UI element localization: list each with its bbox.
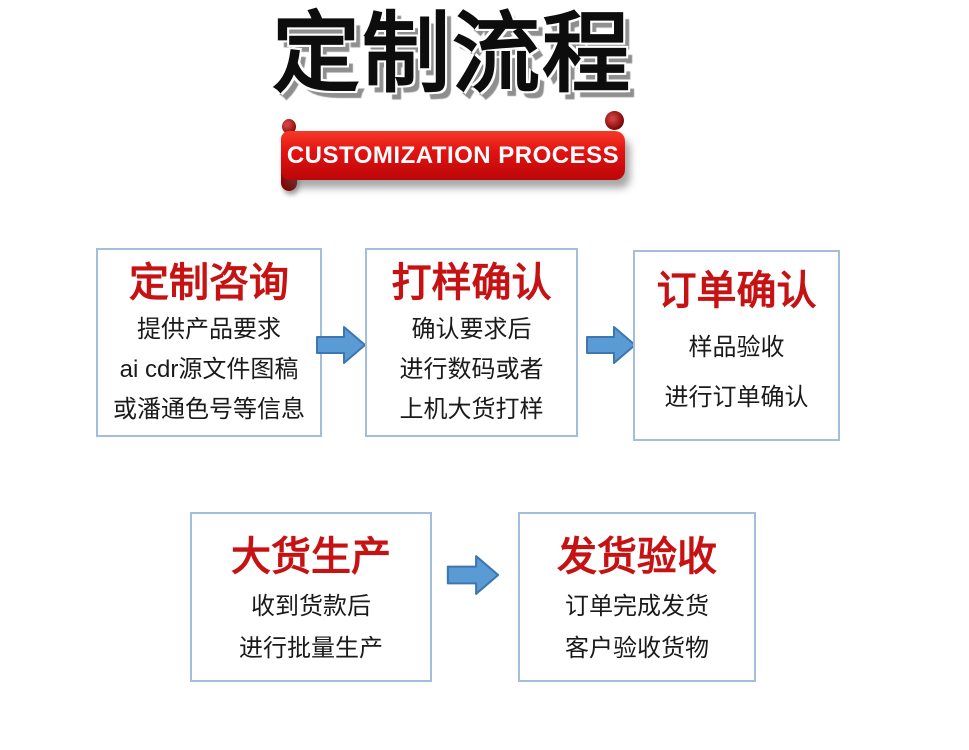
page-title: 定制流程 (271, 4, 632, 103)
banner-ribbon: CUSTOMIZATION PROCESS (281, 131, 625, 180)
step-line: 样品验收 (688, 334, 785, 362)
step-line: 进行订单确认 (664, 383, 809, 411)
step-line: 上机大货打样 (399, 395, 544, 423)
step-title: 定制咨询 (129, 261, 289, 305)
step-line: 进行批量生产 (239, 634, 383, 662)
step-title: 大货生产 (231, 535, 391, 579)
step-box-delivery-acceptance: 发货验收 订单完成发货 客户验收货物 (518, 512, 756, 682)
step-line: 客户验收货物 (565, 634, 709, 662)
step-line: 提供产品要求 (137, 316, 281, 344)
step-line: 确认要求后 (411, 316, 532, 344)
step-box-mass-production: 大货生产 收到货款后 进行批量生产 (190, 512, 432, 682)
step-box-consultation: 定制咨询 提供产品要求 ai cdr源文件图稿 或潘通色号等信息 (96, 248, 322, 437)
step-title: 打样确认 (391, 261, 552, 305)
step-box-order-confirmation: 订单确认 样品验收 进行订单确认 (633, 250, 840, 441)
ribbon-curl-left-icon (282, 119, 296, 134)
right-block-arrow-icon (586, 326, 636, 364)
step-title: 发货验收 (557, 535, 717, 579)
right-block-arrow-icon (446, 555, 500, 595)
step-line: 或潘通色号等信息 (113, 395, 305, 423)
right-block-arrow-icon (316, 326, 366, 364)
step-line: 收到货款后 (251, 592, 371, 620)
ribbon-curl-right-icon (605, 111, 624, 130)
step-line: 进行数码或者 (399, 355, 544, 383)
step-title: 订单确认 (656, 269, 817, 313)
step-line: 订单完成发货 (565, 592, 709, 620)
step-line: ai cdr源文件图稿 (119, 355, 299, 383)
banner-label: CUSTOMIZATION PROCESS (286, 141, 620, 169)
step-box-sampling: 打样确认 确认要求后 进行数码或者 上机大货打样 (365, 248, 578, 437)
